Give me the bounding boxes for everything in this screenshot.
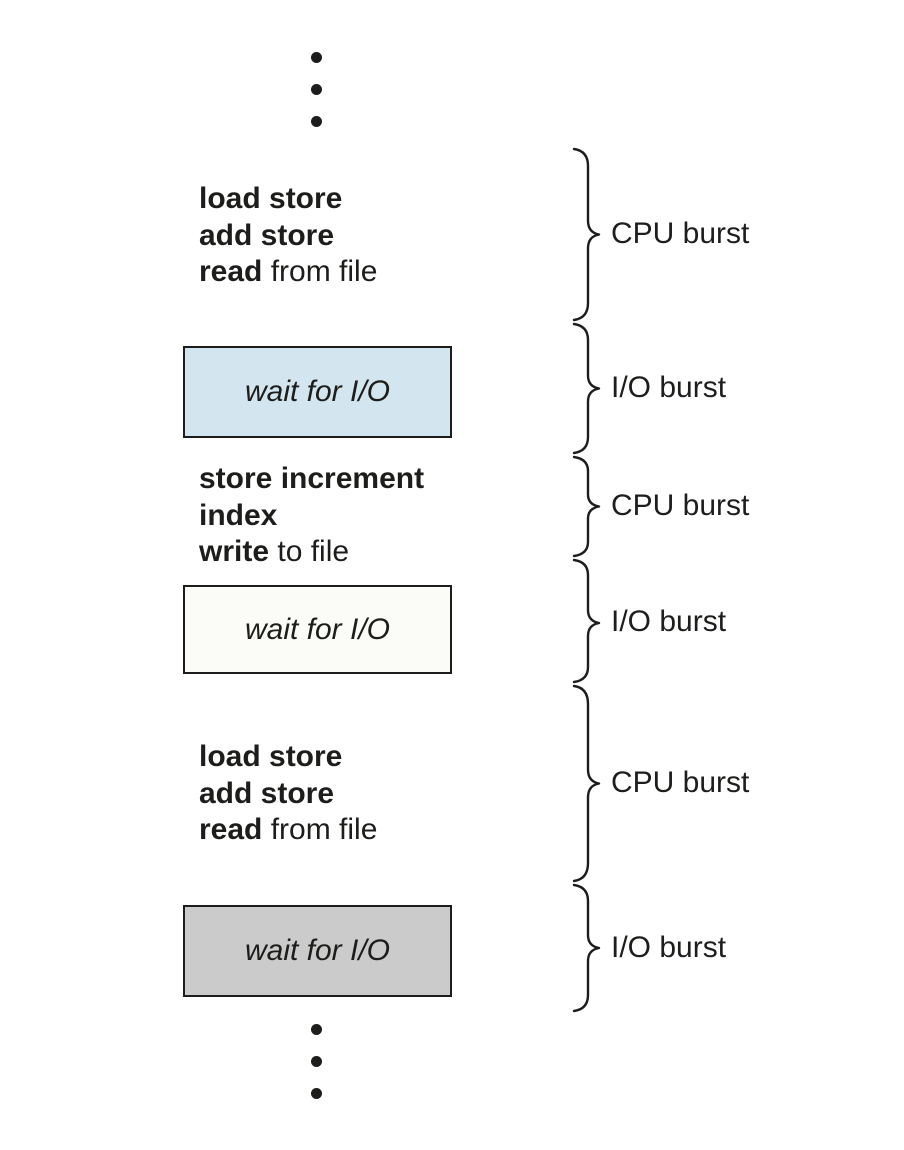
instruction-line: read from file xyxy=(199,254,377,291)
instruction-keyword: add store xyxy=(199,218,335,252)
instruction-line: load store xyxy=(199,181,377,218)
ellipsis-dot xyxy=(311,1056,322,1067)
instruction-keyword: read xyxy=(199,813,263,846)
brace-cpu-burst-1 xyxy=(572,147,601,322)
instruction-text: from file xyxy=(262,813,378,846)
instruction-keyword: read xyxy=(199,255,263,288)
ellipsis-dot xyxy=(311,84,322,95)
instruction-line: store increment xyxy=(199,461,424,498)
wait-for-io-label: wait for I/O xyxy=(244,612,391,646)
ellipsis-dot xyxy=(311,1024,322,1035)
burst-label-cpu-2: CPU burst xyxy=(611,489,750,522)
vertical-ellipsis-icon xyxy=(311,1024,322,1099)
wait-for-io-label: wait for I/O xyxy=(244,934,391,967)
burst-label-cpu-1: CPU burst xyxy=(611,217,750,250)
instruction-block-3: load store add store read from file xyxy=(199,739,377,849)
burst-label-io-2: I/O burst xyxy=(611,605,727,638)
instruction-line: add store xyxy=(199,218,377,255)
burst-label-io-3: I/O burst xyxy=(611,931,727,964)
wait-for-io-label: wait for I/O xyxy=(244,375,391,408)
instruction-block-2: store increment index write to file xyxy=(199,461,424,571)
instruction-line: write to file xyxy=(199,534,424,571)
brace-io-burst-2 xyxy=(572,558,601,684)
instruction-keyword: index xyxy=(199,498,278,532)
instruction-block-1: load store add store read from file xyxy=(199,181,377,291)
instruction-keyword: write xyxy=(199,535,270,568)
wait-for-io-box-2: wait for I/O xyxy=(183,585,452,674)
brace-cpu-burst-2 xyxy=(572,455,601,558)
wait-for-io-box-1: wait for I/O xyxy=(183,346,452,438)
ellipsis-dot xyxy=(311,52,322,63)
instruction-keyword: load store xyxy=(199,740,343,773)
brace-io-burst-1 xyxy=(572,322,601,455)
instruction-line: index xyxy=(199,498,424,535)
instruction-keyword: add store xyxy=(199,776,335,810)
instruction-keyword: store increment xyxy=(199,462,425,495)
vertical-ellipsis-icon xyxy=(311,52,322,127)
instruction-text: from file xyxy=(262,255,378,288)
burst-label-io-1: I/O burst xyxy=(611,371,727,404)
instruction-line: load store xyxy=(199,739,377,776)
brace-cpu-burst-3 xyxy=(572,684,601,883)
ellipsis-dot xyxy=(311,1088,322,1099)
brace-io-burst-3 xyxy=(572,883,601,1013)
wait-for-io-box-3: wait for I/O xyxy=(183,905,452,997)
burst-label-cpu-3: CPU burst xyxy=(611,766,750,799)
instruction-text: to file xyxy=(269,535,350,568)
instruction-keyword: load store xyxy=(199,182,343,215)
instruction-line: add store xyxy=(199,776,377,813)
instruction-line: read from file xyxy=(199,812,377,849)
ellipsis-dot xyxy=(311,116,322,127)
